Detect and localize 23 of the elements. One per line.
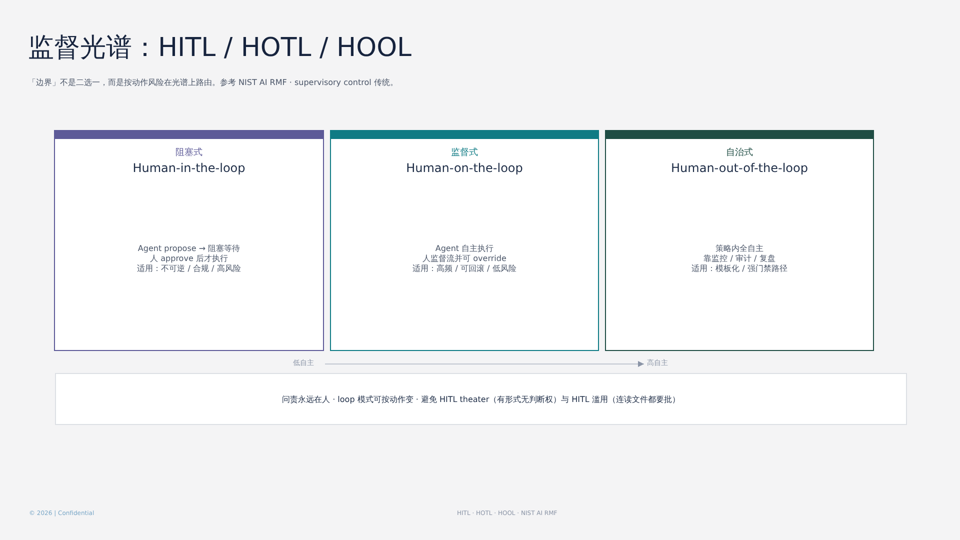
arrow xyxy=(324,361,644,367)
mode-description: 人 approve 后才执行 xyxy=(150,254,228,264)
mode-description: 适用：不可逆 / 合规 / 高风险 xyxy=(137,264,241,274)
note-panel xyxy=(55,373,907,425)
slide-title: 监督光谱：HITL / HOTL / HOOL xyxy=(28,32,412,65)
subtitle: 「边界」不是二选一，而是按动作风险在光谱上路由。参考 NIST AI RMF · supervisory control 传统。 xyxy=(28,77,398,88)
mode-card xyxy=(330,130,599,351)
mode-title: Human-in-the-loop xyxy=(132,161,246,175)
mode-description: 靠监控 / 审计 / 复盘 xyxy=(704,254,776,264)
mode-tag: 监督式 xyxy=(451,146,478,159)
mode-description: 适用：模板化 / 强门禁路径 xyxy=(692,264,788,274)
mode-card xyxy=(54,130,324,351)
mode-title: Human-on-the-loop xyxy=(406,161,523,175)
mode-title: Human-out-of-the-loop xyxy=(671,161,808,175)
mode-tag: 自治式 xyxy=(726,146,753,159)
mode-description: 人监督流并可 override xyxy=(422,254,506,264)
note-text: 问责永远在人 · loop 模式可按动作变 · 避免 HITL theater（有形式无判断权）与 HITL 滥用（连读文件都要批） xyxy=(282,394,680,404)
mode-description: 策略内全自主 xyxy=(716,244,764,254)
mode-description: Agent 自主执行 xyxy=(435,244,494,254)
mode-tag: 阻塞式 xyxy=(176,146,202,159)
mode-card xyxy=(605,130,874,351)
mode-description: Agent propose → 阻塞等待 xyxy=(138,244,240,254)
mode-description: 适用：高频 / 可回滚 / 低风险 xyxy=(412,264,516,274)
